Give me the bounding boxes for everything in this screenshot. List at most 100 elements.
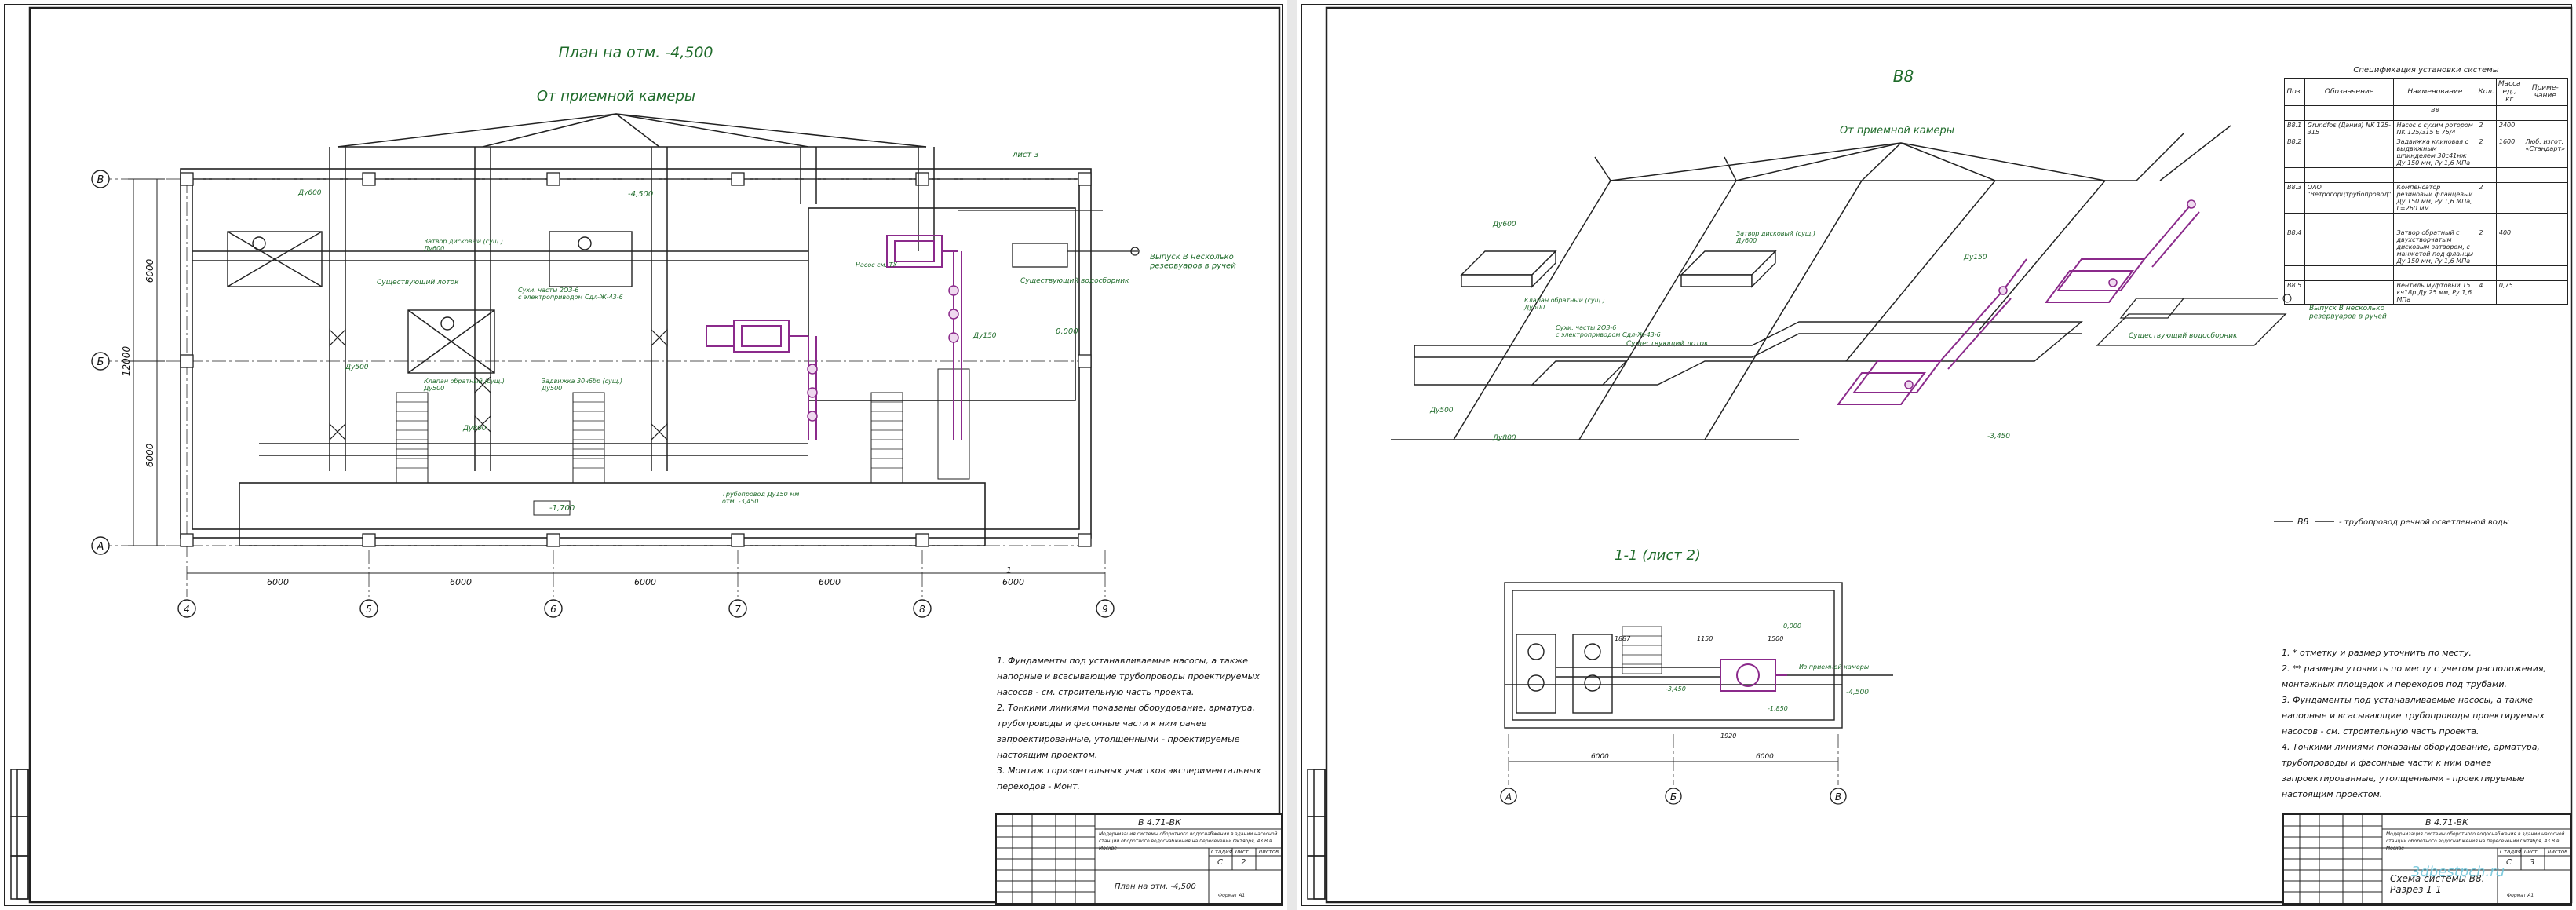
section-dim-5: 6000 — [1591, 753, 1609, 761]
section-mark-3: -1,850 — [1768, 705, 1788, 712]
scheme-subtitle: От приемной камеры — [1840, 125, 1954, 137]
right-note-1: 1. * отметку и размер уточнить по месту. — [2282, 648, 2472, 658]
axis-col-4: 4 — [184, 604, 190, 615]
right-drawing-sheet: В8 От приемной камеры — [1297, 0, 2576, 910]
label-collector: Существующий лоток — [377, 279, 459, 287]
left-note-3: 3. Монтаж горизонтальных участков экспер… — [997, 766, 1261, 791]
spec-h-qty: Кол. — [2476, 78, 2497, 106]
iso-pump-1 — [1837, 258, 2027, 405]
section-axis-a: А — [1505, 791, 1512, 802]
left-tb-sheet: 2 — [1241, 858, 1246, 867]
iso-label-d600: Ду600 — [1492, 221, 1516, 228]
right-note-3: 3. Фундаменты под устанавливаемые насосы… — [2282, 695, 2545, 736]
label-d800: Ду800 — [462, 425, 487, 433]
left-note-1: 1. Фундаменты под устанавливаемые насосы… — [997, 656, 1260, 697]
right-tb-format: Формат А1 — [2507, 893, 2534, 898]
iso-label-collector: Существующий лоток — [1626, 340, 1709, 348]
section-mark-2: -3,450 — [1666, 685, 1686, 693]
row-axis-bubbles: В Б А — [91, 170, 110, 555]
left-tb-code: В 4.71-ВК — [1138, 817, 1181, 828]
plan-title: План на отм. -4,500 — [559, 44, 713, 61]
right-notes: 1. * отметку и размер уточнить по месту.… — [2282, 645, 2568, 802]
plan-subtitle: От приемной камеры — [537, 88, 695, 104]
section-dim-2: 1150 — [1697, 635, 1713, 642]
iso-label-d150: Ду150 — [1963, 254, 1987, 261]
section-axis-bubbles: А Б В — [1500, 788, 1847, 805]
dim-v-lower: 6000 — [144, 443, 155, 467]
right-title-block: В 4.71-ВК Модернизация системы оборотног… — [2282, 813, 2571, 905]
spec-h-pos: Поз. — [2284, 78, 2305, 106]
section-dim-1: 1887 — [1615, 635, 1631, 642]
spec-row — [2284, 265, 2569, 281]
dim-h-5: 6000 — [1002, 577, 1024, 587]
spec-h-mass: Масса ед., кг — [2495, 78, 2523, 106]
mark-450: -4,500 — [628, 190, 653, 199]
dim-h-3: 6000 — [634, 577, 656, 587]
right-tb-project: Модернизация системы оборотного водоснаб… — [2386, 831, 2565, 851]
axis-row-b: Б — [97, 356, 104, 368]
section-label-chamber: Из приемной камеры — [1799, 663, 1869, 671]
section-axis-v: В — [1835, 791, 1841, 802]
dim-h-2: 6000 — [450, 577, 472, 587]
label-sheet3: лист 3 — [1012, 151, 1039, 159]
left-drawing-sheet: План на отм. -4,500 От приемной камеры В… — [0, 0, 1287, 910]
left-tb-stage: С — [1217, 858, 1223, 867]
left-notes: 1. Фундаменты под устанавливаемые насосы… — [997, 653, 1268, 795]
right-tb-sheet-head: Лист — [2523, 849, 2538, 855]
section-dim-4: 1920 — [1720, 733, 1736, 740]
spec-title: Спецификация установки системы — [2353, 66, 2499, 75]
spec-h-note: Приме-чание — [2522, 78, 2569, 106]
scheme-title: В8 — [1893, 67, 1914, 86]
spec-table: Спецификация установки системы Поз. Обоз… — [2284, 66, 2569, 305]
sheet-gap — [1287, 0, 1297, 910]
left-tb-project: Модернизация системы оборотного водоснаб… — [1099, 831, 1278, 851]
spec-row — [2284, 213, 2569, 228]
mark-1700: -1,700 — [549, 504, 575, 513]
spec-row: В8 — [2284, 105, 2569, 121]
axis-row-a: А — [97, 541, 104, 553]
section-dim-3: 1500 — [1768, 635, 1783, 642]
axis-row-v: В — [97, 174, 104, 186]
iso-pump-2 — [2045, 203, 2200, 303]
scheme-drawing: В8 От приемной камеры — [1301, 4, 2573, 906]
section-title: 1-1 (лист 2) — [1615, 547, 1701, 564]
label-pump: Насос см. ТХ — [856, 261, 898, 269]
column-axis-bubbles: 4 5 6 7 8 9 — [177, 599, 1115, 618]
left-title-block: В 4.71-ВК Модернизация системы оборотног… — [995, 813, 1283, 905]
section-axis-b: Б — [1670, 791, 1677, 802]
dim-v-total: 12000 — [121, 346, 132, 377]
left-tb-drawing-name: План на отм. -4,500 — [1115, 883, 1196, 891]
label-d600: Ду600 — [297, 189, 322, 197]
right-tb-sheets-head: Листов — [2547, 849, 2568, 855]
right-tb-drawing-name: Схема системы В8. Разрез 1-1 — [2390, 873, 2485, 895]
left-note-2: 2. Тонкими линиями показаны оборудование… — [997, 703, 1256, 760]
pump-assembly-2 — [808, 235, 962, 440]
label-reservoir: Существующий водосборник — [1020, 277, 1129, 285]
section-drawing — [1504, 582, 1893, 729]
label-d150: Ду150 — [972, 332, 997, 340]
label-check: Клапан обратный (сущ.)Ду500 — [423, 378, 505, 392]
left-tb-stage-head: Стадия — [1211, 849, 1232, 855]
iso-label-d800: Ду800 — [1492, 434, 1516, 442]
label-valve2: Задвижка 30ч6бр (сущ.)Ду500 — [541, 378, 622, 392]
legend-text: - трубопровод речной осветленной воды — [2339, 517, 2509, 527]
right-tb-sheet: 3 — [2530, 858, 2535, 867]
watermark-text: 3dbestpch.ru — [2411, 864, 2505, 880]
dim-h-4: 6000 — [819, 577, 841, 587]
axis-col-8: 8 — [919, 604, 925, 615]
right-tb-stage: С — [2506, 858, 2512, 867]
label-valve: Затвор дисковый (сущ.)Ду600 — [423, 238, 503, 252]
axis-col-9: 9 — [1102, 604, 1108, 615]
dim-h-1: 6000 — [267, 577, 289, 587]
iso-label-reservoir: Существующий водосборник — [2129, 332, 2238, 340]
left-tb-format: Формат А1 — [1218, 893, 1246, 898]
axis-col-6: 6 — [550, 604, 556, 615]
section-dim-6: 6000 — [1756, 753, 1774, 761]
